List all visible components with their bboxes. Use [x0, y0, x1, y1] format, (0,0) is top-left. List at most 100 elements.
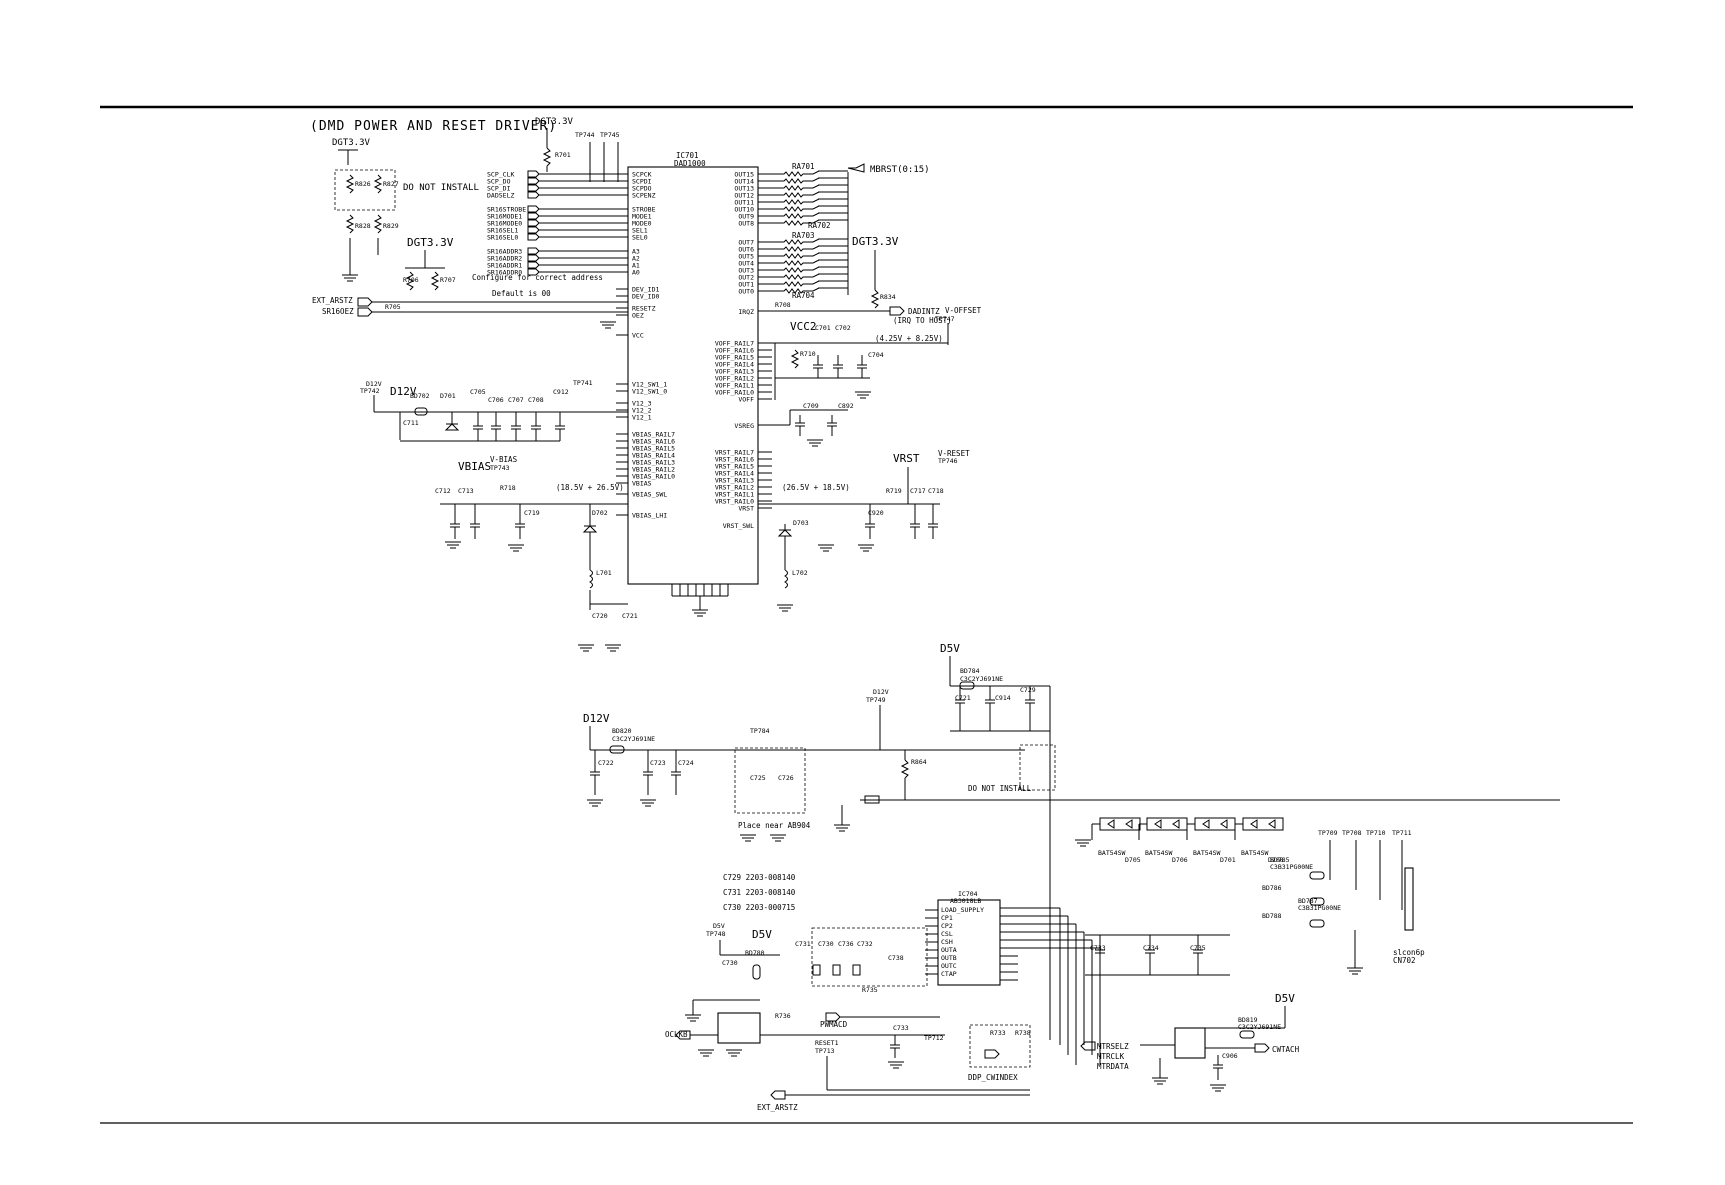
ic701-voff-6: VOFF_RAIL1	[715, 382, 754, 390]
ic701-left-pin-22: V12_1	[632, 414, 652, 422]
range-c-note: (26.5V + 18.5V)	[782, 483, 850, 492]
ic701-out-hi-3: OUT12	[734, 192, 754, 200]
tp745-label: TP745	[600, 131, 620, 139]
l702-label: L702	[792, 569, 808, 577]
r710-label: R708	[775, 301, 791, 309]
range-b-note: (18.5V + 26.5V)	[556, 483, 624, 492]
c706-label: C706	[488, 396, 504, 404]
ic701-vrst-7: VRST_RAIL0	[715, 498, 754, 506]
vreset-label: V-RESET	[938, 449, 970, 458]
rail-d5v-left: D5V	[752, 928, 772, 941]
ra-element-14	[772, 280, 820, 287]
left-net-0: SCP_CLK	[487, 171, 514, 179]
ic701-vrst-3: VRST_RAIL4	[715, 470, 754, 478]
ic701-voff-2: VOFF_RAIL5	[715, 354, 754, 362]
c732-label: C738	[888, 954, 904, 962]
r701-label: R701	[555, 151, 571, 159]
ic701-left-pin-5: MODE1	[632, 213, 652, 221]
ic701-left-pin-21: V12_2	[632, 407, 652, 415]
r735-label: R735	[862, 986, 878, 994]
part-note-c: C730 2203-000715	[723, 903, 795, 912]
r827-label: R827	[383, 180, 399, 188]
ic701-out-lo-2: OUT5	[738, 253, 754, 261]
ra-element-10	[772, 252, 820, 259]
ic701-ref: IC701	[676, 151, 699, 160]
c718-label: C718	[928, 487, 944, 495]
ic701-left-pin-26: VBIAS_RAIL4	[632, 452, 675, 460]
ic701-left-pins: SCPCKSCPDISCPDOSCPENZSTROBEMODE1MODE0SEL…	[616, 171, 675, 520]
diode-part-0: BAT54SW	[1098, 849, 1125, 857]
bd785-label: BD785	[1270, 856, 1290, 864]
c726-label: C726	[778, 774, 794, 782]
ic704-part: AB3018LB	[950, 897, 981, 905]
cn702-ref: CN702	[1393, 956, 1416, 965]
ic701-left-pin-20: V12_3	[632, 400, 652, 408]
c709-label: C709	[803, 402, 819, 410]
vbias-label: V-BIAS	[490, 455, 518, 464]
left-net-7: SR16SEL1	[487, 227, 518, 235]
ic701-vrst-0: VRST_RAIL7	[715, 449, 754, 457]
bd784-label: BD784	[960, 667, 980, 675]
c725-label: C725	[750, 774, 766, 782]
ic701-left-pin-19: V12_SW1_0	[632, 388, 667, 396]
ra-element-9	[772, 245, 820, 252]
bd820-label: BD820	[612, 727, 632, 735]
ic704-left-pin-6: OUTB	[941, 954, 957, 962]
left-net-9: SR16ADDR3	[487, 248, 522, 256]
ic704-ref: IC704	[958, 890, 978, 898]
r707-label: R707	[440, 276, 456, 284]
c731-left-label: C730	[722, 959, 738, 967]
c711-label: C711	[403, 419, 419, 427]
ic701-left-pin-24: VBIAS_RAIL6	[632, 438, 675, 446]
bd787-label: BD787	[1298, 897, 1318, 905]
reset1-net: RESET1	[815, 1039, 839, 1047]
cn702-name: slcon6p	[1393, 948, 1425, 957]
r708-label: R834	[880, 293, 896, 301]
tp749-label: TP749	[866, 696, 886, 704]
c892-label: C892	[838, 402, 854, 410]
c702-label: C702	[835, 324, 851, 332]
ic701-left-pin-7: SEL1	[632, 227, 648, 235]
diode-pack-0	[1099, 817, 1141, 831]
r826-label: R826	[355, 180, 371, 188]
ic701-out-lo-4: OUT3	[738, 267, 754, 275]
ic701-left-pin-16: OEZ	[632, 312, 644, 320]
ic701-voff-5: VOFF_RAIL2	[715, 375, 754, 383]
tp711-label: TP711	[1392, 829, 1412, 837]
d703-label: D703	[793, 519, 809, 527]
place-near-note: Place near AB904	[738, 821, 811, 830]
ra-element-15	[772, 287, 820, 294]
ra-element-1	[772, 177, 820, 184]
ic701-left-pin-2: SCPDO	[632, 185, 652, 193]
ic701-left-pin-0: SCPCK	[632, 171, 652, 179]
left-net-3: DADSELZ	[487, 192, 514, 200]
r706-label: R706	[403, 276, 419, 284]
ra-element-12	[772, 266, 820, 273]
ic701-vrst-5: VRST_RAIL2	[715, 484, 754, 492]
ic701-body	[627, 166, 759, 585]
cwtach-net: CWTACH	[1272, 1045, 1300, 1054]
tp747-label: TP747	[935, 315, 955, 323]
bd788-label: BD788	[1262, 912, 1282, 920]
r829-label: R829	[383, 222, 399, 230]
ic701-left-pin-29: VBIAS_RAIL0	[632, 473, 675, 481]
ic701-out-hi-0: OUT15	[734, 171, 754, 179]
rail-vbias: VBIAS	[458, 460, 491, 473]
r705-label: R705	[385, 303, 401, 311]
ra-element-8	[772, 238, 820, 245]
ic701-vrst-2: VRST_RAIL5	[715, 463, 754, 471]
ra-element-13	[772, 273, 820, 280]
ic701-out-lo-5: OUT2	[738, 274, 754, 282]
ic701-vrstswl-pin: VRST_SWL	[723, 522, 754, 530]
ic701-left-pin-25: VBIAS_RAIL5	[632, 445, 675, 453]
c707-label: C707	[508, 396, 524, 404]
left-net-2: SCP_DI	[487, 185, 511, 193]
ic701-vrst-8: VRST	[738, 505, 754, 513]
ic704-left-pin-3: CSL	[941, 930, 953, 938]
c912-label: C912	[553, 388, 569, 396]
connector-cn702	[1404, 867, 1414, 931]
ic701-out-lo-7: OUT0	[738, 288, 754, 296]
rail-vcc2: VCC2	[790, 320, 817, 333]
bd784-part: C3C2YJ691NE	[960, 675, 1003, 683]
